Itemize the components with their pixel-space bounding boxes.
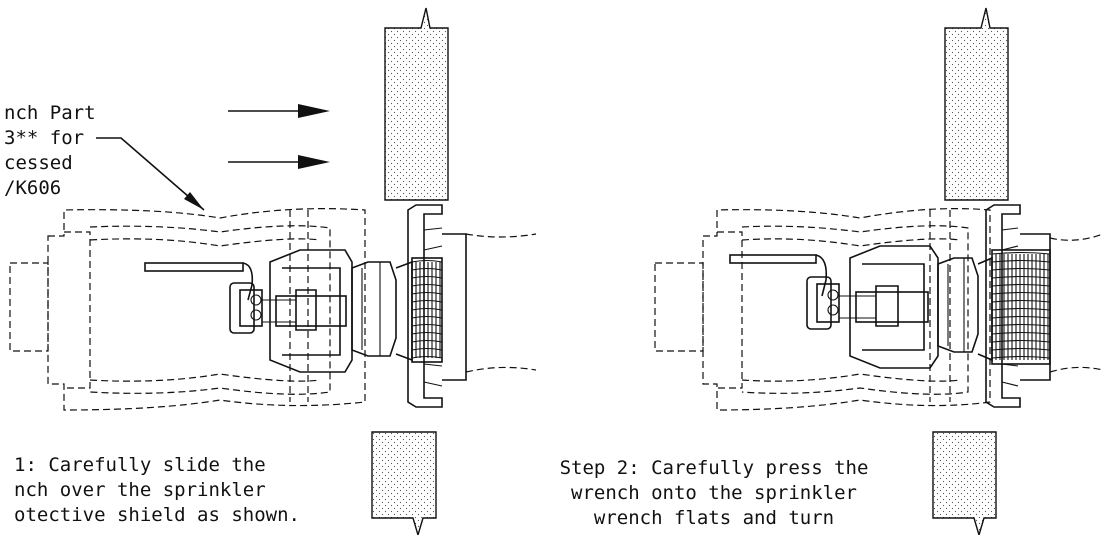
step1-ceiling-upper (384, 7, 449, 201)
step2-line-2: wrench onto the sprinkler (571, 482, 857, 504)
callout-line-4: /K606 (4, 177, 61, 199)
step1-line-2: nch over the sprinkler (14, 479, 266, 501)
callout-leader-arrowhead (184, 192, 204, 210)
step1-protective-shield (465, 233, 537, 373)
step2-assembly (654, 7, 1103, 535)
step2-line-3: wrench flats and turn (594, 507, 834, 529)
step2-line-1: Step 2: Carefully press the (560, 457, 869, 479)
step2-escutcheon (985, 204, 1051, 408)
callout-line-2: 3** for (4, 127, 84, 149)
step1-sprinkler (144, 249, 443, 373)
step2-ceiling-lower (932, 431, 997, 535)
step1-line-1: 1: Carefully slide the (14, 454, 266, 476)
step2-instructions: Step 2: Carefully press the wrench onto … (560, 457, 869, 529)
callout-line-1: nch Part (4, 102, 96, 124)
step1-instructions: 1: Carefully slide the nch over the spri… (14, 454, 300, 526)
motion-arrows (228, 104, 330, 169)
motion-arrow-upper-head (298, 104, 330, 118)
step2-ceiling-upper (944, 7, 1009, 201)
step1-assembly (9, 7, 537, 535)
wrench-callout: nch Part 3** for cessed /K606 (4, 102, 205, 211)
motion-arrow-lower-head (298, 155, 330, 169)
step2-wrench-outline (654, 208, 991, 411)
step2-sprinkler (729, 245, 1051, 369)
step1-threads (411, 259, 443, 359)
step1-escutcheon (407, 204, 467, 408)
step1-ceiling-lower (371, 431, 437, 535)
step2-threads (991, 251, 1051, 360)
step1-line-3: otective shield as shown. (14, 504, 300, 526)
step1-wrench-outline (9, 208, 366, 411)
callout-line-3: cessed (4, 152, 73, 174)
step2-protective-shield (1049, 233, 1103, 373)
callout-leader-line (96, 137, 205, 211)
